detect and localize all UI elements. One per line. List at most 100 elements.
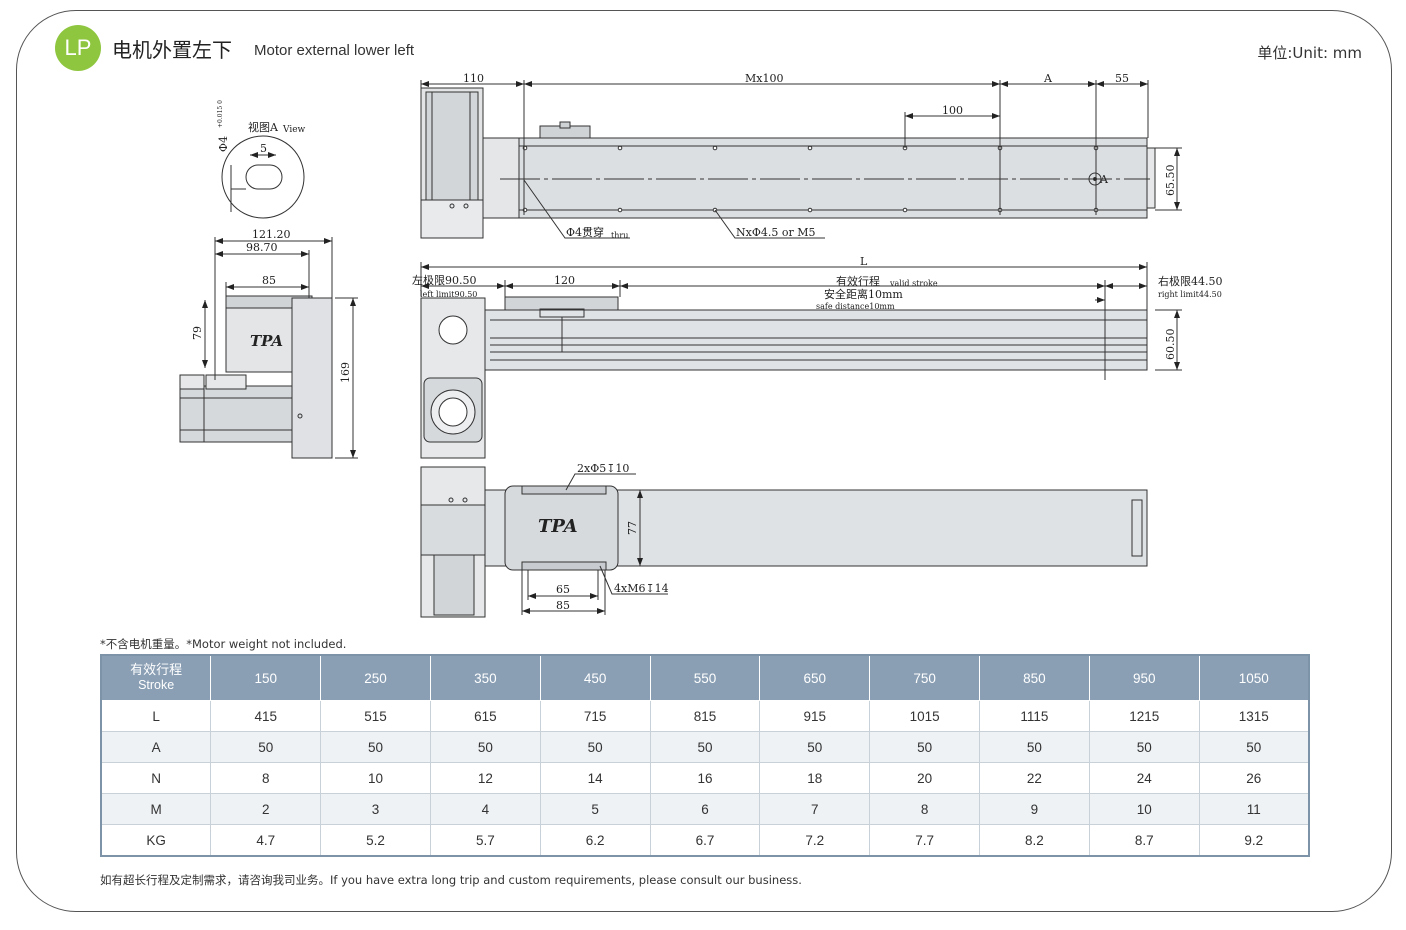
- table-cell: 8: [210, 762, 322, 794]
- row-label: M: [100, 793, 212, 825]
- svg-text:169: 169: [339, 362, 352, 383]
- table-cell: 1115: [979, 700, 1090, 732]
- lp-badge: LP: [55, 25, 101, 71]
- svg-text:A: A: [1043, 72, 1053, 85]
- stroke-column-header: 650: [759, 654, 871, 701]
- bottom-view-labels: 2xΦ5↧10 77 65 85 4xM6↧14 TPA: [538, 462, 669, 612]
- svg-text:+0.015 0: +0.015 0: [217, 100, 224, 128]
- table-cell: 24: [1088, 762, 1200, 794]
- table-cell: 50: [1088, 731, 1200, 763]
- table-cell: 20: [869, 762, 980, 794]
- table-cell: 8.2: [979, 824, 1090, 857]
- table-cell: 16: [649, 762, 761, 794]
- row-label: L: [100, 700, 212, 732]
- table-cell: 6.2: [539, 824, 651, 857]
- table-cell: 615: [429, 700, 541, 732]
- end-view: [179, 237, 358, 459]
- table-cell: 5.2: [320, 824, 431, 857]
- svg-text:55: 55: [1115, 72, 1129, 85]
- svg-text:60.50: 60.50: [1164, 329, 1177, 361]
- svg-text:Mx100: Mx100: [745, 72, 783, 85]
- row-label: A: [100, 731, 212, 763]
- svg-text:View: View: [282, 125, 306, 135]
- svg-text:85: 85: [262, 274, 276, 287]
- table-cell: 2: [210, 793, 322, 825]
- stroke-column-header: 350: [429, 654, 541, 701]
- top-view: [420, 80, 1182, 239]
- svg-text:100: 100: [942, 104, 963, 117]
- table-cell: 50: [759, 731, 871, 763]
- svg-text:TPA: TPA: [250, 332, 283, 350]
- table-cell: 1215: [1088, 700, 1200, 732]
- table-cell: 715: [539, 700, 651, 732]
- table-cell: 50: [210, 731, 322, 763]
- front-view: [420, 262, 1182, 459]
- stroke-column-header: 150: [210, 654, 322, 701]
- table-cell: 50: [539, 731, 651, 763]
- table-cell: 415: [210, 700, 322, 732]
- top-view-labels: 110 Mx100 A 55 100 A 65.50 Φ4贯穿 thru NxΦ…: [463, 72, 1177, 240]
- table-cell: 14: [539, 762, 651, 794]
- table-cell: 1015: [869, 700, 980, 732]
- svg-text:121.20: 121.20: [252, 228, 291, 241]
- table-cell: 7: [759, 793, 871, 825]
- end-view-labels: 121.20 98.70 85 79 169 TPA: [191, 228, 352, 383]
- row-label: N: [100, 762, 212, 794]
- weight-note: *不含电机重量。*Motor weight not included.: [100, 637, 347, 651]
- stroke-column-header: 450: [539, 654, 651, 701]
- svg-text:65: 65: [556, 583, 570, 596]
- table-cell: 10: [1088, 793, 1200, 825]
- table-cell: 22: [979, 762, 1090, 794]
- svg-text:65.50: 65.50: [1164, 165, 1177, 197]
- svg-text:120: 120: [554, 274, 575, 287]
- table-cell: 5: [539, 793, 651, 825]
- technical-drawing: 110 Mx100 A 55 100 A 65.50 Φ4贯穿 thru NxΦ…: [179, 72, 1223, 618]
- stroke-column-header: 950: [1088, 654, 1200, 701]
- stroke-column-header: 1050: [1198, 654, 1310, 701]
- svg-text:右极限44.50: 右极限44.50: [1158, 274, 1223, 288]
- view-a-detail: [221, 135, 305, 219]
- table-cell: 9.2: [1198, 824, 1310, 857]
- table-cell: 50: [869, 731, 980, 763]
- title-chinese: 电机外置左下: [112, 38, 232, 62]
- table-cell: 12: [429, 762, 541, 794]
- table-cell: 7.2: [759, 824, 871, 857]
- stroke-header: 有效行程 Stroke: [100, 654, 212, 701]
- svg-text:85: 85: [556, 599, 570, 612]
- table-cell: 815: [649, 700, 761, 732]
- bottom-view: [420, 466, 1148, 618]
- unit-label: 单位:Unit: mm: [1257, 44, 1362, 62]
- svg-text:有效行程: 有效行程: [836, 274, 880, 288]
- table-cell: 6: [649, 793, 761, 825]
- svg-text:安全距离10mm: 安全距离10mm: [824, 287, 903, 301]
- svg-text:left limit90.50: left limit90.50: [420, 290, 477, 299]
- table-cell: 9: [979, 793, 1090, 825]
- table-cell: 18: [759, 762, 871, 794]
- table-cell: 26: [1198, 762, 1310, 794]
- table-cell: 915: [759, 700, 871, 732]
- svg-text:thru: thru: [611, 231, 628, 240]
- table-cell: 4.7: [210, 824, 322, 857]
- table-cell: 50: [320, 731, 431, 763]
- svg-text:98.70: 98.70: [246, 241, 278, 254]
- svg-text:Φ4: Φ4: [217, 136, 230, 152]
- table-cell: 8: [869, 793, 980, 825]
- svg-text:NxΦ4.5 or M5: NxΦ4.5 or M5: [736, 226, 815, 239]
- svg-text:TPA: TPA: [538, 516, 578, 537]
- svg-text:Φ4贯穿: Φ4贯穿: [566, 225, 604, 239]
- table-cell: 6.7: [649, 824, 761, 857]
- view-a-labels: 视图A View Φ4 +0.015 0 5: [217, 100, 306, 155]
- table-cell: 50: [429, 731, 541, 763]
- table-cell: 5.7: [429, 824, 541, 857]
- svg-text:2xΦ5↧10: 2xΦ5↧10: [577, 462, 629, 475]
- table-cell: 50: [1198, 731, 1310, 763]
- svg-text:79: 79: [191, 326, 204, 340]
- stroke-column-header: 550: [649, 654, 761, 701]
- svg-text:110: 110: [463, 72, 484, 85]
- title-english: Motor external lower left: [254, 42, 415, 59]
- page-frame: [16, 10, 1392, 912]
